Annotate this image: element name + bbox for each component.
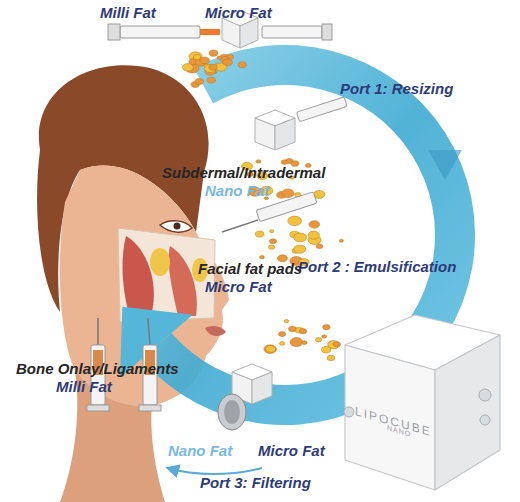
figure-label: Micro Fat: [205, 278, 272, 295]
mini-cube: [252, 372, 272, 404]
fat-particle: [294, 245, 306, 253]
syringe: [97, 318, 99, 345]
device-cube: [335, 300, 507, 496]
syringe: [139, 405, 161, 411]
mini-cube: [255, 118, 275, 150]
fat-particle: [256, 160, 261, 163]
cube-face: [435, 335, 500, 490]
face-illustration: [123, 236, 154, 318]
mini-cube: [296, 97, 347, 122]
flow-arrow: [168, 468, 262, 474]
face-illustration: [37, 65, 229, 502]
fat-particle: [223, 59, 232, 66]
syringe: [108, 24, 220, 40]
fat-particle: [282, 189, 294, 198]
fat-particle: [182, 64, 193, 72]
figure-label: Bone Onlay/Ligaments: [16, 360, 179, 377]
fat-particle: [302, 341, 307, 345]
fat-particles: [182, 50, 343, 361]
figure-label: Facial fat pads: [198, 260, 302, 277]
face-illustration: [205, 326, 226, 336]
figure-label: Milli Fat: [100, 4, 156, 21]
fat-particle: [260, 255, 265, 258]
fat-particle: [316, 244, 323, 249]
syringe: [322, 24, 332, 40]
syringe: [148, 318, 150, 345]
fat-particle: [195, 78, 204, 84]
fat-particle: [264, 345, 277, 354]
fat-particle: [209, 64, 217, 70]
face-illustration: [174, 223, 181, 230]
fat-particle: [284, 319, 289, 322]
mini-cube: [224, 400, 240, 424]
figure-label: Subdermal/Intradermal: [162, 164, 325, 181]
fat-particle: [322, 335, 327, 338]
syringe: [87, 405, 109, 411]
fat-particle: [209, 50, 218, 56]
fat-particle: [207, 77, 216, 83]
figure-label: Port 1: Resizing: [340, 80, 453, 97]
face-illustration: [169, 246, 197, 316]
fat-particle: [200, 57, 210, 64]
fat-particle: [288, 216, 302, 226]
fat-particle: [308, 231, 320, 239]
cube-face: [345, 345, 435, 490]
fat-particle: [290, 338, 303, 347]
mini-cube: [218, 394, 246, 430]
figure-label: Micro Fat: [258, 442, 325, 459]
fat-particle: [323, 325, 330, 330]
fat-particle: [238, 62, 246, 68]
fat-particle: [268, 245, 274, 249]
cube-port: [479, 389, 491, 401]
mini-cube: [275, 118, 295, 150]
mini-cube: [255, 97, 347, 150]
fat-particle: [321, 346, 330, 352]
fat-particle: [255, 231, 264, 237]
fat-particle: [309, 221, 320, 229]
lipocube-device: LIPOCUBENANO: [335, 300, 507, 496]
syringes-and-cubes: [87, 10, 347, 474]
syringe: [120, 26, 200, 38]
cube-port: [344, 407, 354, 417]
fat-particle: [281, 160, 288, 165]
fat-particle: [294, 233, 307, 242]
figure-label: Nano Fat: [205, 182, 269, 199]
syringe: [200, 29, 220, 35]
fat-particle: [299, 329, 306, 334]
mini-cube: [240, 18, 258, 48]
face-illustration: [150, 248, 170, 276]
fat-particle: [269, 239, 276, 244]
fat-particle: [315, 337, 321, 341]
fat-particle: [270, 230, 274, 233]
fat-particle: [227, 55, 233, 60]
syringe: [262, 26, 322, 38]
fat-particle: [266, 345, 276, 352]
syringe: [222, 220, 258, 232]
mini-cube: [218, 364, 272, 430]
fat-particle: [193, 54, 200, 59]
mini-cube: [222, 18, 240, 48]
figure-label: Milli Fat: [56, 378, 112, 395]
fat-particle: [278, 332, 285, 337]
fat-particle: [333, 342, 340, 347]
fat-particle: [339, 239, 343, 242]
figure-label: Micro Fat: [205, 4, 272, 21]
fat-particle: [279, 342, 284, 346]
fat-particle: [217, 56, 222, 59]
figure-label: Nano Fat: [168, 442, 232, 459]
direction-arrowhead: [428, 150, 462, 180]
syringe: [262, 24, 332, 40]
syringe: [108, 24, 120, 40]
face-illustration: [160, 221, 192, 232]
figure-label: Port 2 : Emulsification: [298, 258, 456, 275]
cube-port: [480, 415, 490, 425]
fat-particle: [327, 355, 335, 360]
fat-particle: [288, 326, 296, 332]
figure-label: Port 3: Filtering: [200, 474, 311, 491]
